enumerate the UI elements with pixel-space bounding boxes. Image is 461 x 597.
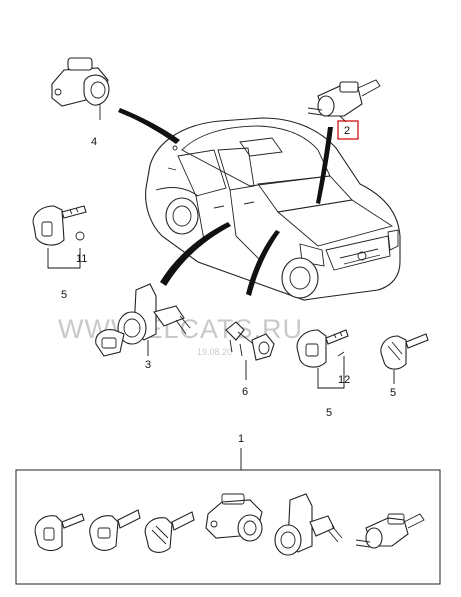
highlight-box [337,120,359,140]
callout-5-right: 5 [326,407,332,419]
callout-6: 6 [242,386,248,398]
door-lock-cylinder-part [95,283,191,357]
kit-contents [34,493,425,556]
tailgate-lock-part [51,57,110,120]
pointer-to-front-door [160,222,231,286]
car-illustration [145,117,401,301]
leader-5-left [47,248,81,269]
callout-1: 1 [238,433,244,445]
callout-11: 11 [76,253,87,265]
pointer-to-driver-door [246,230,280,296]
callout-4: 4 [91,136,97,148]
far-right-key [380,333,429,370]
callout-2: 2 [344,125,350,137]
door-lock-rod-part [225,321,275,361]
callout-5-left: 5 [61,289,67,301]
callout-3: 3 [145,359,151,371]
right-key-group [296,329,349,368]
ignition-cylinder-part [307,79,381,123]
kit-box [15,469,441,585]
pointer-to-ignition [316,127,333,204]
left-key-group [32,205,87,246]
callout-5-far-right: 5 [390,387,396,399]
pointer-to-tailgate [118,108,180,144]
watermark-date: 19.08.20 [197,347,232,357]
callout-12: 12 [338,374,350,386]
leader-5-right [317,356,345,389]
